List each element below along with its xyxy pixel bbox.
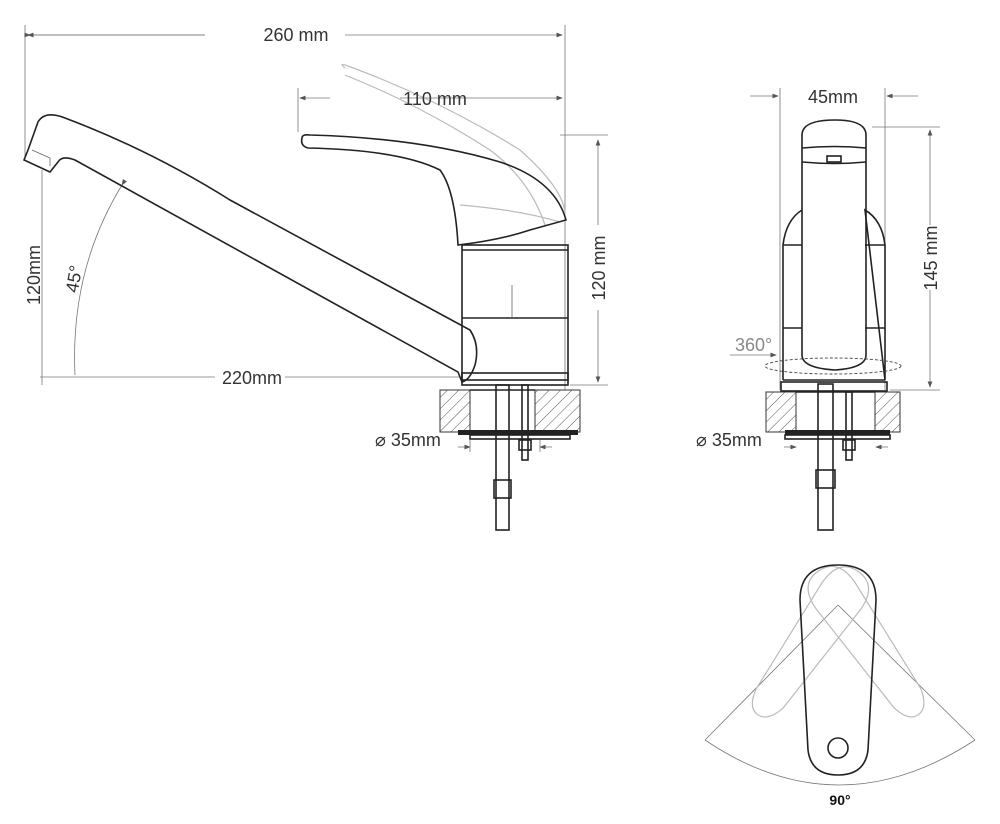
label-90deg: 90° bbox=[829, 792, 850, 808]
dimension-right-120 bbox=[560, 134, 608, 386]
supply-pipe bbox=[495, 384, 510, 531]
label-front-diameter-35mm: ⌀ 35mm bbox=[696, 430, 762, 450]
gasket bbox=[458, 430, 578, 435]
dimension-110 bbox=[297, 88, 563, 132]
body bbox=[461, 244, 569, 381]
label-220mm: 220mm bbox=[222, 368, 282, 388]
front-supply-pipe bbox=[817, 383, 834, 531]
label-45mm: 45mm bbox=[808, 87, 858, 107]
label-110mm: 110 mm bbox=[403, 89, 467, 109]
side-view: 260 mm 110 mm 120mm 45° 220mm 120 mm ⌀ 3… bbox=[22, 24, 609, 531]
mounting-bolt bbox=[521, 384, 529, 461]
handle-pivot bbox=[827, 737, 849, 759]
front-view: 45mm 145 mm 360° ⌀ 35mm bbox=[696, 87, 941, 531]
base-ring bbox=[461, 372, 569, 386]
front-shoulders bbox=[782, 208, 886, 381]
countertop-right bbox=[534, 389, 581, 433]
lever-raised-ghost bbox=[341, 63, 566, 226]
label-45deg: 45° bbox=[62, 264, 86, 294]
front-base bbox=[780, 381, 888, 392]
handle-ghost-right bbox=[807, 565, 925, 718]
label-right-120mm: 120 mm bbox=[589, 235, 609, 300]
label-145mm: 145 mm bbox=[921, 225, 941, 290]
handle-ghost-left bbox=[751, 566, 870, 718]
front-countertop-right bbox=[874, 391, 901, 433]
label-diameter-35mm: ⌀ 35mm bbox=[375, 430, 441, 450]
label-left-120mm: 120mm bbox=[24, 245, 44, 305]
front-countertop-left bbox=[765, 391, 797, 433]
label-260mm: 260 mm bbox=[263, 25, 328, 45]
spout bbox=[22, 114, 478, 383]
lever bbox=[300, 134, 567, 246]
rotation-ellipse bbox=[764, 357, 902, 375]
front-spout bbox=[801, 119, 867, 371]
top-view: 90° bbox=[704, 564, 976, 808]
dimension-left-120 bbox=[40, 170, 460, 385]
aerator bbox=[31, 149, 51, 166]
label-360deg: 360° bbox=[735, 335, 772, 355]
washer bbox=[469, 434, 571, 440]
dimension-260 bbox=[24, 25, 566, 390]
countertop-left bbox=[439, 389, 471, 433]
handle-top bbox=[799, 564, 877, 776]
